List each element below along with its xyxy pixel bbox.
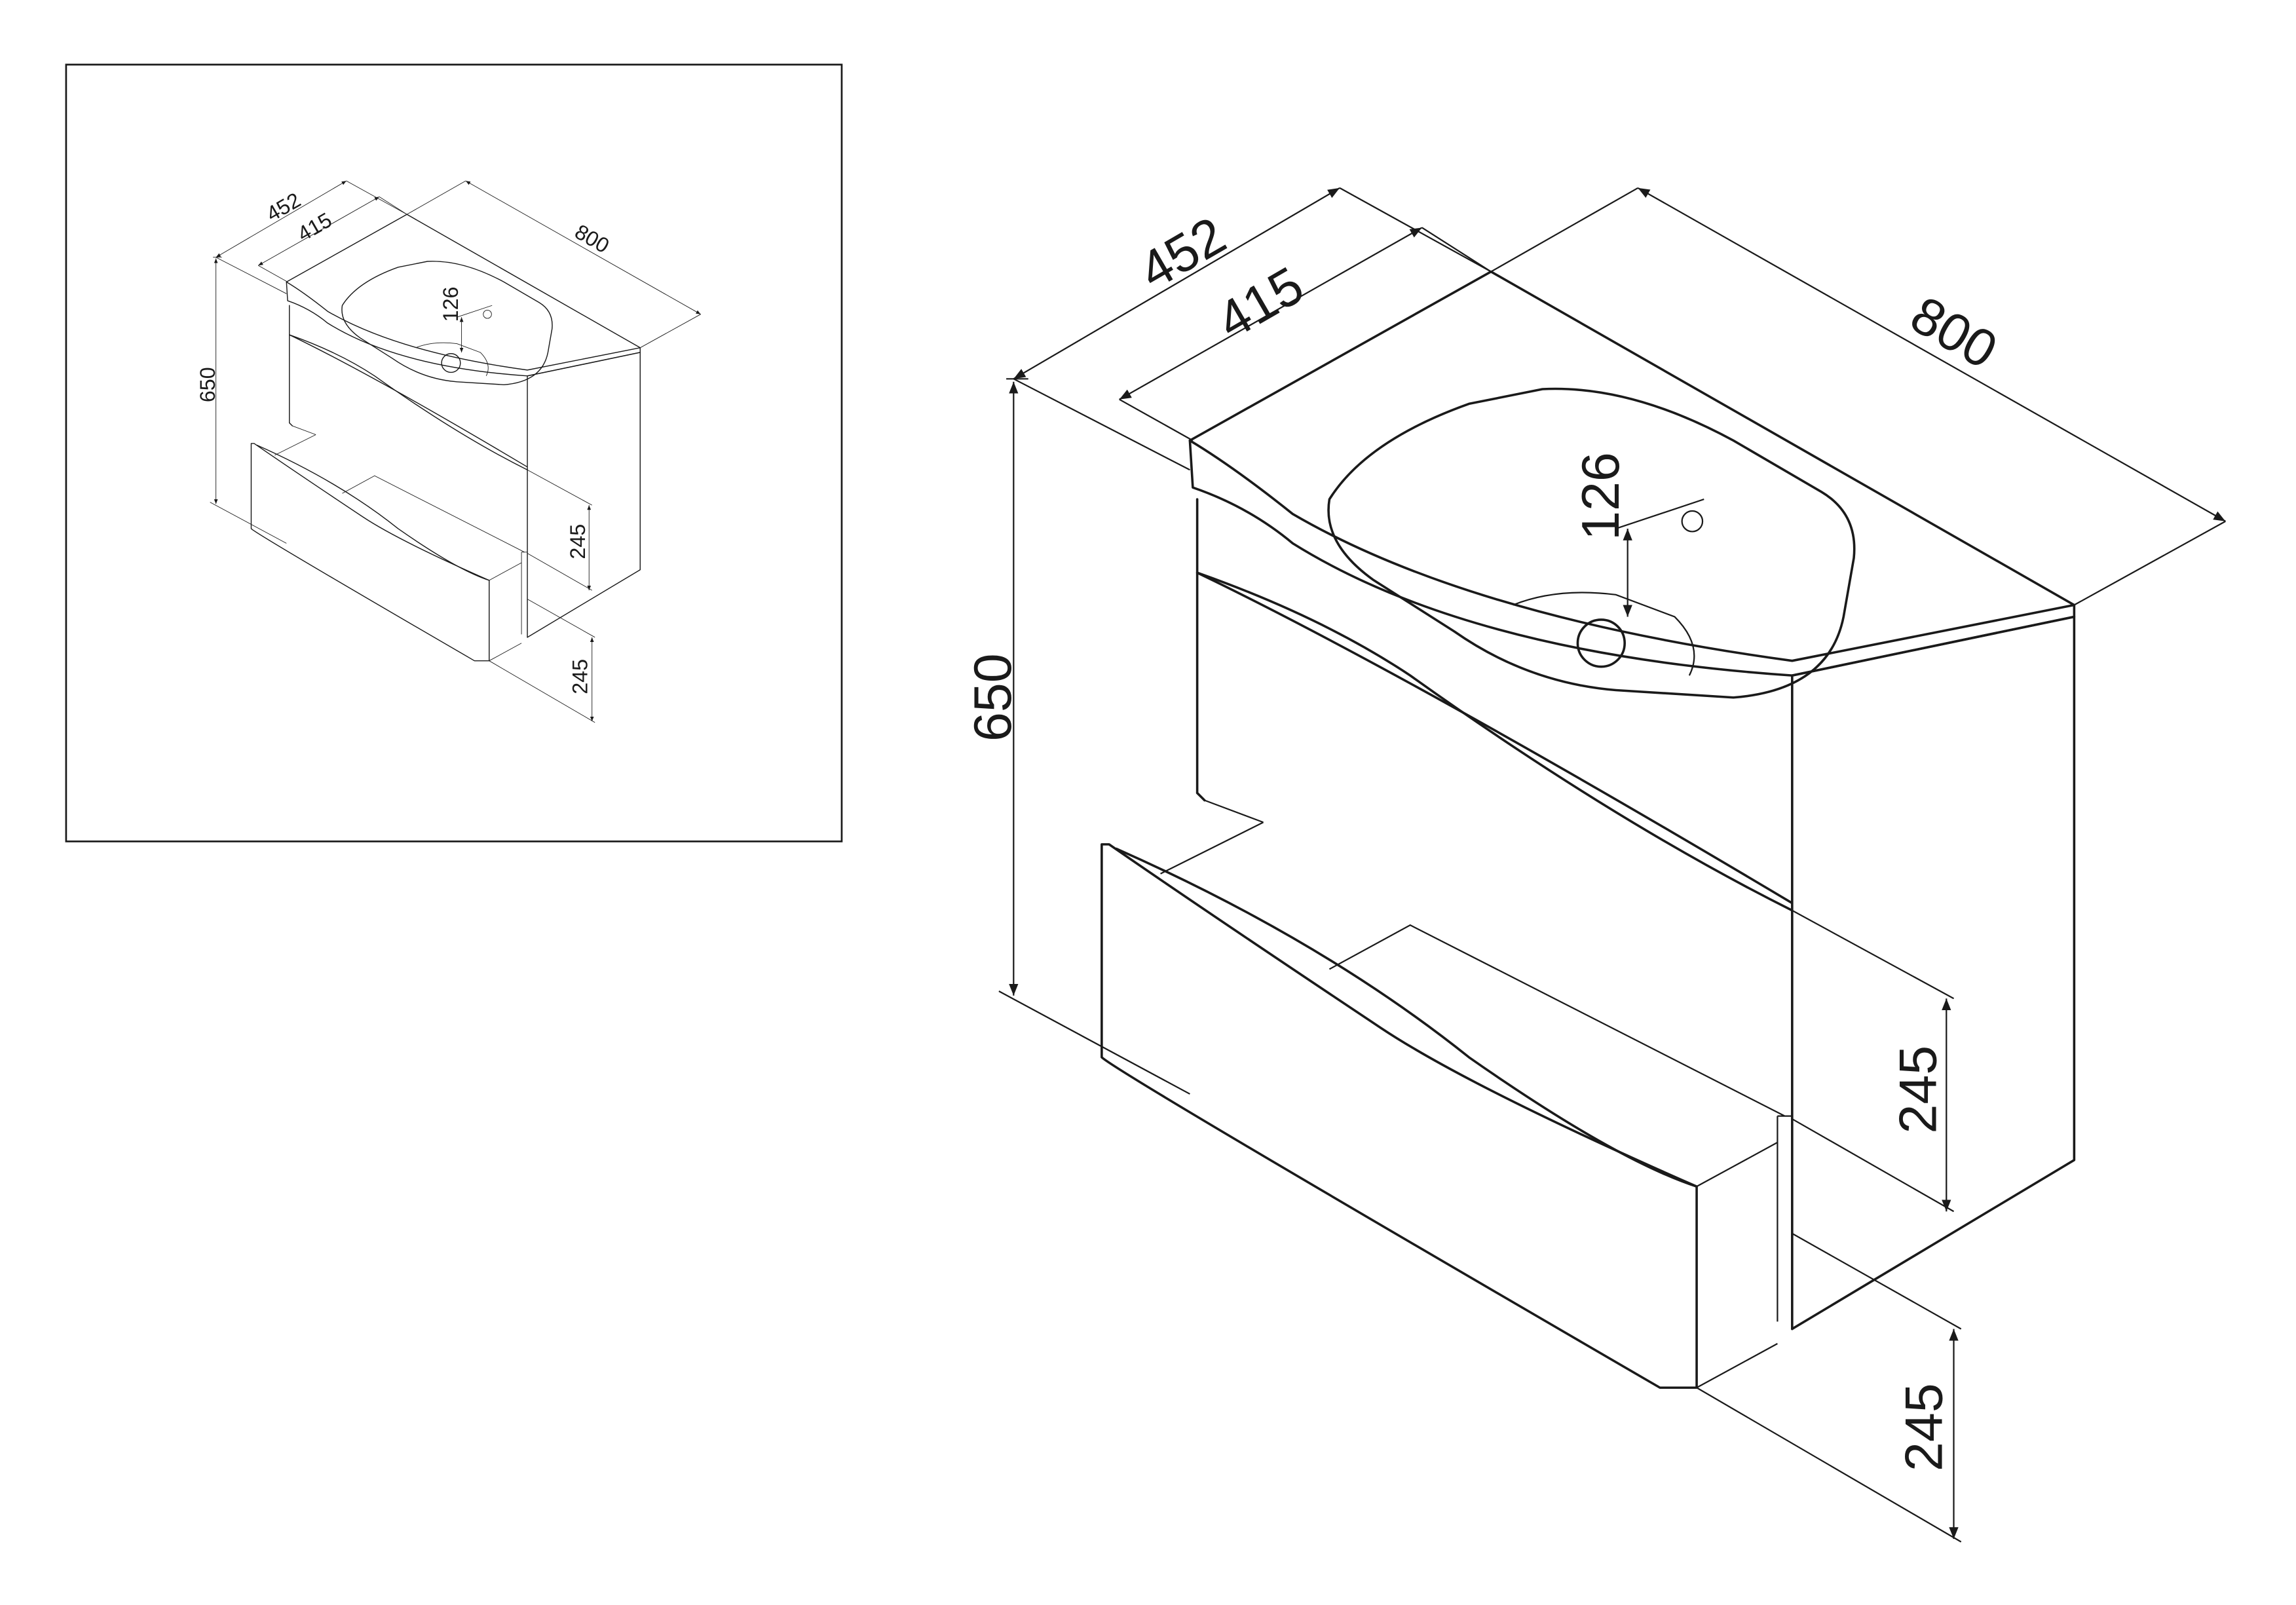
thumbnail-drawing [196,181,701,723]
thumbnail-frame [65,64,843,842]
main-drawing [964,188,2226,1542]
